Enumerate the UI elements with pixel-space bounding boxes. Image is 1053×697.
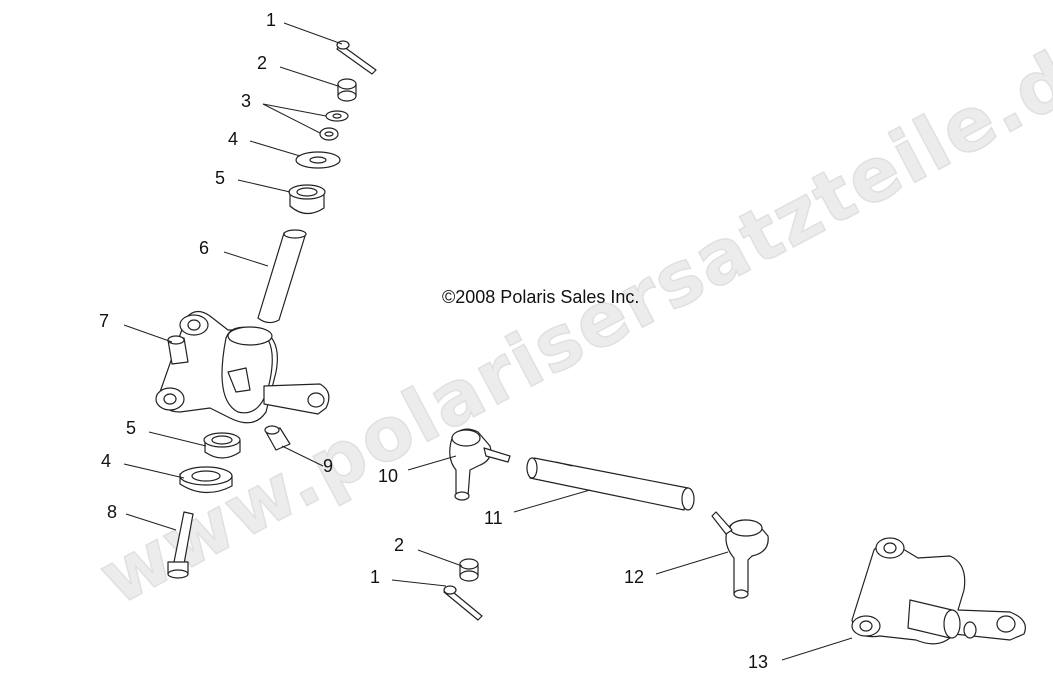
copyright-text: ©2008 Polaris Sales Inc. [442, 287, 639, 307]
seal-bottom-part [179, 466, 233, 494]
callout-4-bottom: 4 [101, 451, 111, 471]
large-washer-part [295, 151, 341, 169]
callout-13: 13 [748, 652, 768, 672]
castle-nut-part [337, 78, 357, 102]
cotter-pin-part [336, 40, 377, 75]
castle-nut-lower-part [459, 558, 479, 582]
steering-post-part [155, 310, 330, 424]
watermark-text: www.polarisersatzteile.de [86, 11, 1053, 622]
callout-5-bottom: 5 [126, 418, 136, 438]
grease-fitting-part [264, 425, 291, 451]
callout-1-top: 1 [266, 10, 276, 30]
bushing-top-part [288, 184, 326, 215]
callout-10: 10 [378, 466, 398, 486]
tie-rod-end-left-part [449, 428, 511, 501]
callout-6: 6 [199, 238, 209, 258]
bolt-part [167, 511, 194, 579]
callout-4-top: 4 [228, 129, 238, 149]
callout-1-bottom: 1 [370, 567, 380, 587]
callout-11: 11 [484, 508, 503, 528]
bushing-bottom-part [203, 432, 241, 459]
callout-7: 7 [99, 311, 109, 331]
callout-3: 3 [241, 91, 251, 111]
leader-lines [123, 22, 853, 661]
callout-8: 8 [107, 502, 117, 522]
callout-12: 12 [624, 567, 644, 587]
spindle-tube-part [257, 229, 307, 324]
steering-knuckle-part [851, 537, 1026, 645]
cotter-pin-lower-part [443, 585, 483, 621]
callout-2-bottom: 2 [394, 535, 404, 555]
tie-rod-tube-part [526, 457, 695, 511]
tie-rod-end-right-part [711, 511, 769, 599]
callout-5-top: 5 [215, 168, 225, 188]
callout-2-top: 2 [257, 53, 267, 73]
callout-9: 9 [323, 456, 333, 476]
washer-part [319, 110, 349, 141]
